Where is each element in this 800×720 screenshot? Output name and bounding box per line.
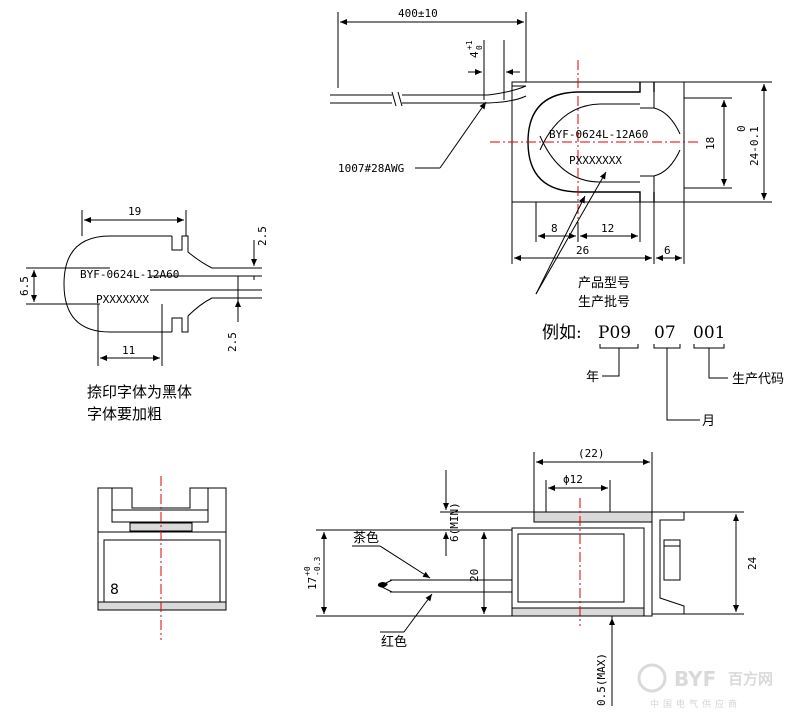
example-prefix: 例如: <box>542 323 582 343</box>
dim-4-tol-sup: +1 <box>465 40 474 50</box>
example-year-label: 年 <box>586 370 599 385</box>
left-dim-2.5-bottom: 2.5 <box>226 332 239 352</box>
watermark: BYF 百方网 中国电气供应商 <box>637 663 773 710</box>
front-mark: 8 <box>110 582 119 598</box>
side-dim-6min: 6(MIN) <box>448 502 461 542</box>
dim-6: 6 <box>664 244 671 257</box>
left-label-model: BYF-0624L-12A60 <box>80 268 179 281</box>
side-dim-17-tol-sub: -0.3 <box>313 557 322 576</box>
wire-spec-label: 1007#28AWG <box>338 162 404 175</box>
example-month-code: 07 <box>654 323 676 343</box>
callout-model: 产品型号 <box>578 276 630 291</box>
example-serial-code: 001 <box>693 323 725 343</box>
watermark-brand: BYF <box>674 667 716 691</box>
watermark-logo-icon <box>637 663 667 693</box>
left-dim-11: 11 <box>122 344 135 357</box>
top-label-model: BYF-0624L-12A60 <box>549 128 648 141</box>
left-label-view: 19 2.5 2.5 6.5 BYF-0624L-12A60 PXXXXXXX … <box>18 205 269 423</box>
dim-18: 18 <box>704 137 717 150</box>
left-dim-6.5: 6.5 <box>18 276 31 296</box>
dim-12: 12 <box>601 222 614 235</box>
top-label-batch: PXXXXXXX <box>569 154 622 167</box>
wire-brown-label: 茶色 <box>353 530 379 546</box>
watermark-slogan: 中国电气供应商 <box>650 698 741 710</box>
note-font-black: 捺印字体为黑体 <box>87 383 192 401</box>
dim-24-tol-0: 0 <box>735 125 748 132</box>
side-view: (22) ϕ12 6(MIN) 20 17 + <box>303 447 759 706</box>
side-dim-24: 24 <box>746 556 759 570</box>
left-dim-2.5-top: 2.5 <box>256 226 269 246</box>
watermark-brand-cn: 百方网 <box>728 670 773 688</box>
dim-24-0.1: 24-0.1 <box>748 126 761 166</box>
batch-code-example: 例如: P09 07 001 年 月 生产代码 <box>542 323 784 429</box>
side-dim-17-tol-sup: +0 <box>303 566 312 576</box>
wire-red-label: 红色 <box>381 634 407 650</box>
callout-batch: 生产批号 <box>578 295 630 310</box>
note-font-bold: 字体要加粗 <box>87 405 162 423</box>
side-dim-22: (22) <box>578 447 605 460</box>
side-dim-phi12: ϕ12 <box>563 473 583 486</box>
example-month-label: 月 <box>702 414 715 429</box>
dim-26: 26 <box>576 244 589 257</box>
left-label-batch: PXXXXXXX <box>96 293 149 306</box>
dim-4: 4 <box>468 51 481 58</box>
dim-4-tol-sub: 0 <box>475 45 484 50</box>
example-code-label: 生产代码 <box>732 372 784 387</box>
example-year-code: P09 <box>598 323 631 343</box>
top-view: 400±10 4 +1 0 BYF-0624L-12A60 PXXXXXXX <box>330 7 772 310</box>
front-view: 8 <box>97 476 227 640</box>
side-dim-20: 20 <box>468 569 481 582</box>
side-dim-0.5max: 0.5(MAX) <box>595 653 608 706</box>
dim-8: 8 <box>551 222 558 235</box>
left-dim-19: 19 <box>128 205 141 218</box>
side-dim-17: 17 <box>306 577 319 590</box>
dim-400: 400±10 <box>398 7 438 20</box>
